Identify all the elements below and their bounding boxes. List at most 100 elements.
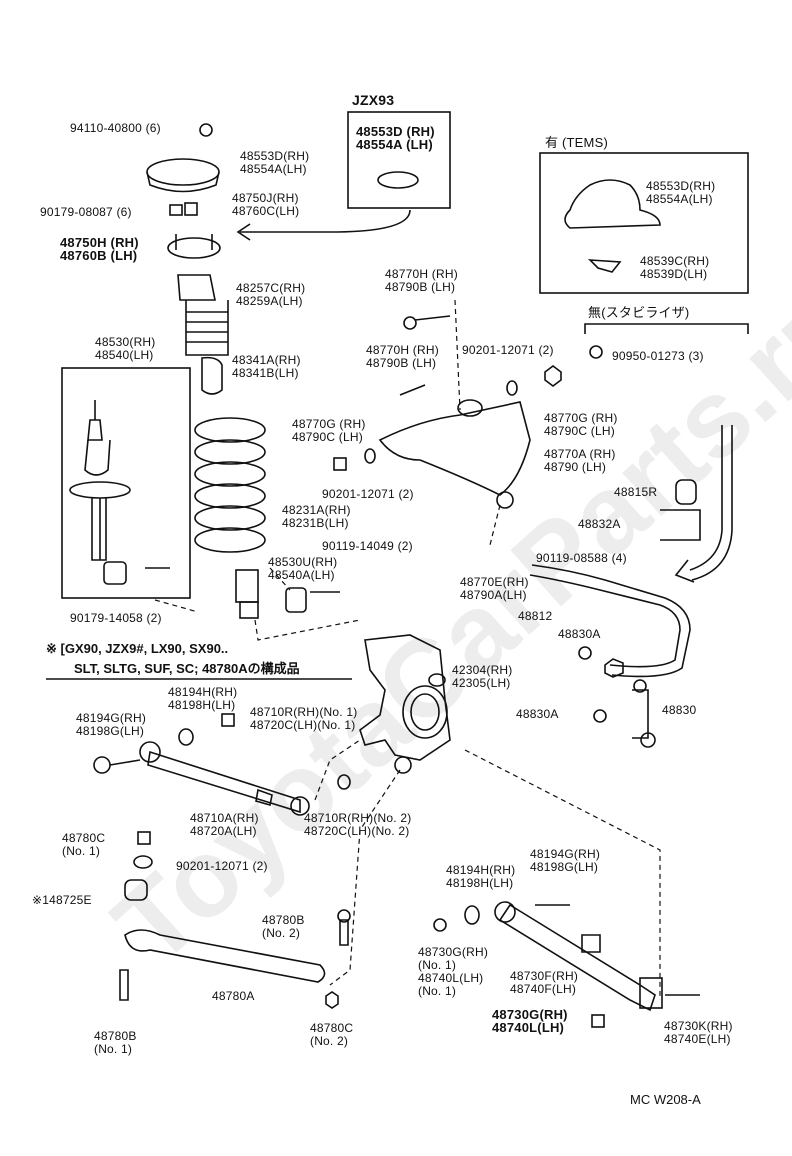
part-label: 48530U(RH)48540A(LH): [268, 556, 337, 582]
part-label-line: 48750J(RH): [232, 191, 299, 205]
part-label: 48730G(RH)(No. 1)48740L(LH)(No. 1): [418, 946, 488, 998]
bump-stop-icon: [201, 356, 223, 395]
part-label: 90119-14049 (2): [322, 540, 413, 553]
part-label: 48812: [518, 610, 552, 623]
part-label: 90201-12071 (2): [176, 860, 268, 873]
part-label-line: 48198G(LH): [530, 860, 599, 874]
part-label: 48341A(RH)48341B(LH): [232, 354, 301, 380]
part-label-line: 48830: [662, 703, 697, 717]
part-label: 48257C(RH)48259A(LH): [236, 282, 305, 308]
part-label-line: 48780C: [62, 831, 106, 845]
part-label-line: 48530U(RH): [268, 555, 338, 569]
part-label: 48770H (RH)48790B (LH): [385, 268, 458, 294]
stab-arrow-line: [689, 425, 723, 571]
part-label: 48815R: [614, 486, 657, 499]
part-label: 48830: [662, 704, 696, 717]
bolt-icon: [589, 345, 603, 359]
part-label-line: 48539C(RH): [640, 254, 710, 268]
jzx93-box: [347, 111, 451, 209]
part-label-line: 48740L(LH): [418, 971, 484, 985]
part-label-line: 48710A(RH): [190, 811, 259, 825]
stabilizer-box-top: [584, 323, 749, 334]
footnote-line2: SLT, SLTG, SUF, SC; 48780Aの構成品: [74, 661, 300, 676]
part-label: 48194H(RH)48198H(LH): [446, 864, 515, 890]
variant-label: JZX93: [352, 92, 395, 108]
part-label-line: 48740L(LH): [492, 1020, 565, 1035]
part-label-line: 90950-01273 (3): [612, 349, 704, 363]
stabilizer-bar-icon: [529, 574, 681, 668]
part-label-line: (No. 1): [62, 844, 101, 858]
part-label-line: (No. 1): [418, 984, 457, 998]
part-label-line: 90179-08087 (6): [40, 205, 132, 219]
part-label: 48553D(RH)48554A(LH): [646, 180, 715, 206]
part-label-line: 48790B (LH): [366, 356, 437, 370]
part-label: 48770H (RH)48790B (LH): [366, 344, 439, 370]
tems-without-label: 無(スタビライザ): [588, 305, 690, 320]
part-label-line: 48198H(LH): [168, 698, 236, 712]
part-label: 90179-08087 (6): [40, 206, 132, 219]
upper-mount-icon: [146, 158, 220, 186]
footnote-line1: ※ [GX90, JZX9#, LX90, SX90..: [46, 641, 229, 656]
tems-box: [539, 152, 749, 294]
part-label-line: 48194H(RH): [446, 863, 516, 877]
part-label-line: 48740F(LH): [510, 982, 577, 996]
part-label-line: 48790B (LH): [385, 280, 456, 294]
part-label-line: 48740E(LH): [664, 1032, 731, 1046]
part-label-line: 90201-12071 (2): [176, 859, 268, 873]
nut-icon: [199, 123, 213, 137]
stab-link-icon: [632, 689, 649, 739]
part-label: 48780A: [212, 990, 255, 1003]
part-label: 48730F(RH)48740F(LH): [510, 970, 578, 996]
part-label: 48539C(RH)48539D(LH): [640, 255, 709, 281]
part-label-line: 48198G(LH): [76, 724, 145, 738]
part-label-line: 48815R: [614, 485, 658, 499]
spring-seat-icon: [167, 237, 221, 259]
assembly-lines: [154, 299, 661, 1000]
part-label: 48780C(No. 2): [310, 1022, 353, 1048]
bracket-icon: [587, 259, 622, 273]
part-label-line: (No. 1): [94, 1042, 133, 1056]
part-label: 48780B(No. 2): [262, 914, 305, 940]
part-label-line: 48770G (RH): [292, 417, 366, 431]
part-label: 48553D(RH)48554A(LH): [240, 150, 309, 176]
part-label: 48830A: [516, 708, 559, 721]
part-label-line: 48259A(LH): [236, 294, 303, 308]
part-label-line: 48710R(RH)(No. 1): [250, 705, 358, 719]
part-label-line: 48341A(RH): [232, 353, 301, 367]
part-label-line: 48554A(LH): [646, 192, 713, 206]
part-label-line: 48760B (LH): [60, 248, 138, 263]
part-label-line: 48540(LH): [95, 348, 154, 362]
part-label-line: 48790A(LH): [460, 588, 527, 602]
part-label-line: 48194G(RH): [76, 711, 147, 725]
part-label-line: (No. 2): [262, 926, 301, 940]
part-label-line: 90119-14049 (2): [322, 539, 413, 553]
part-label: 48710R(RH)(No. 2)48720C(LH)(No. 2): [304, 812, 411, 838]
part-label-line: 48231A(RH): [282, 503, 351, 517]
part-label-line: 48554A(LH): [240, 162, 307, 176]
part-label: 48770G (RH)48790C (LH): [292, 418, 366, 444]
part-label-line: 48710R(RH)(No. 2): [304, 811, 412, 825]
part-label-line: (No. 1): [418, 958, 457, 972]
part-label-line: 48830A: [516, 707, 559, 721]
part-label-line: 48750H (RH): [60, 235, 139, 250]
part-label: 90201-12071 (2): [462, 344, 554, 357]
part-label-line: 48539D(LH): [640, 267, 708, 281]
part-label-line: 90201-12071 (2): [322, 487, 414, 501]
part-label-line: 48830A: [558, 627, 601, 641]
part-label-line: 48231B(LH): [282, 516, 349, 530]
part-label-line: 90179-14058 (2): [70, 611, 162, 625]
part-label-line: 48812: [518, 609, 553, 623]
part-label: 48750J(RH)48760C(LH): [232, 192, 299, 218]
coil-spring-icon: [194, 417, 266, 553]
part-label-line: 48790 (LH): [544, 460, 607, 474]
part-label: 48780C(No. 1): [62, 832, 105, 858]
part-label: 90950-01273 (3): [612, 350, 704, 363]
part-label-line: 90201-12071 (2): [462, 343, 554, 357]
part-label: ※148725E: [32, 894, 92, 907]
shock-rod-icon: [87, 400, 103, 441]
part-label-line: 48770H (RH): [366, 343, 439, 357]
part-label-line: ※148725E: [32, 893, 92, 907]
part-label-line: 48832A: [578, 517, 621, 531]
bump-boot-icon: [177, 274, 216, 301]
